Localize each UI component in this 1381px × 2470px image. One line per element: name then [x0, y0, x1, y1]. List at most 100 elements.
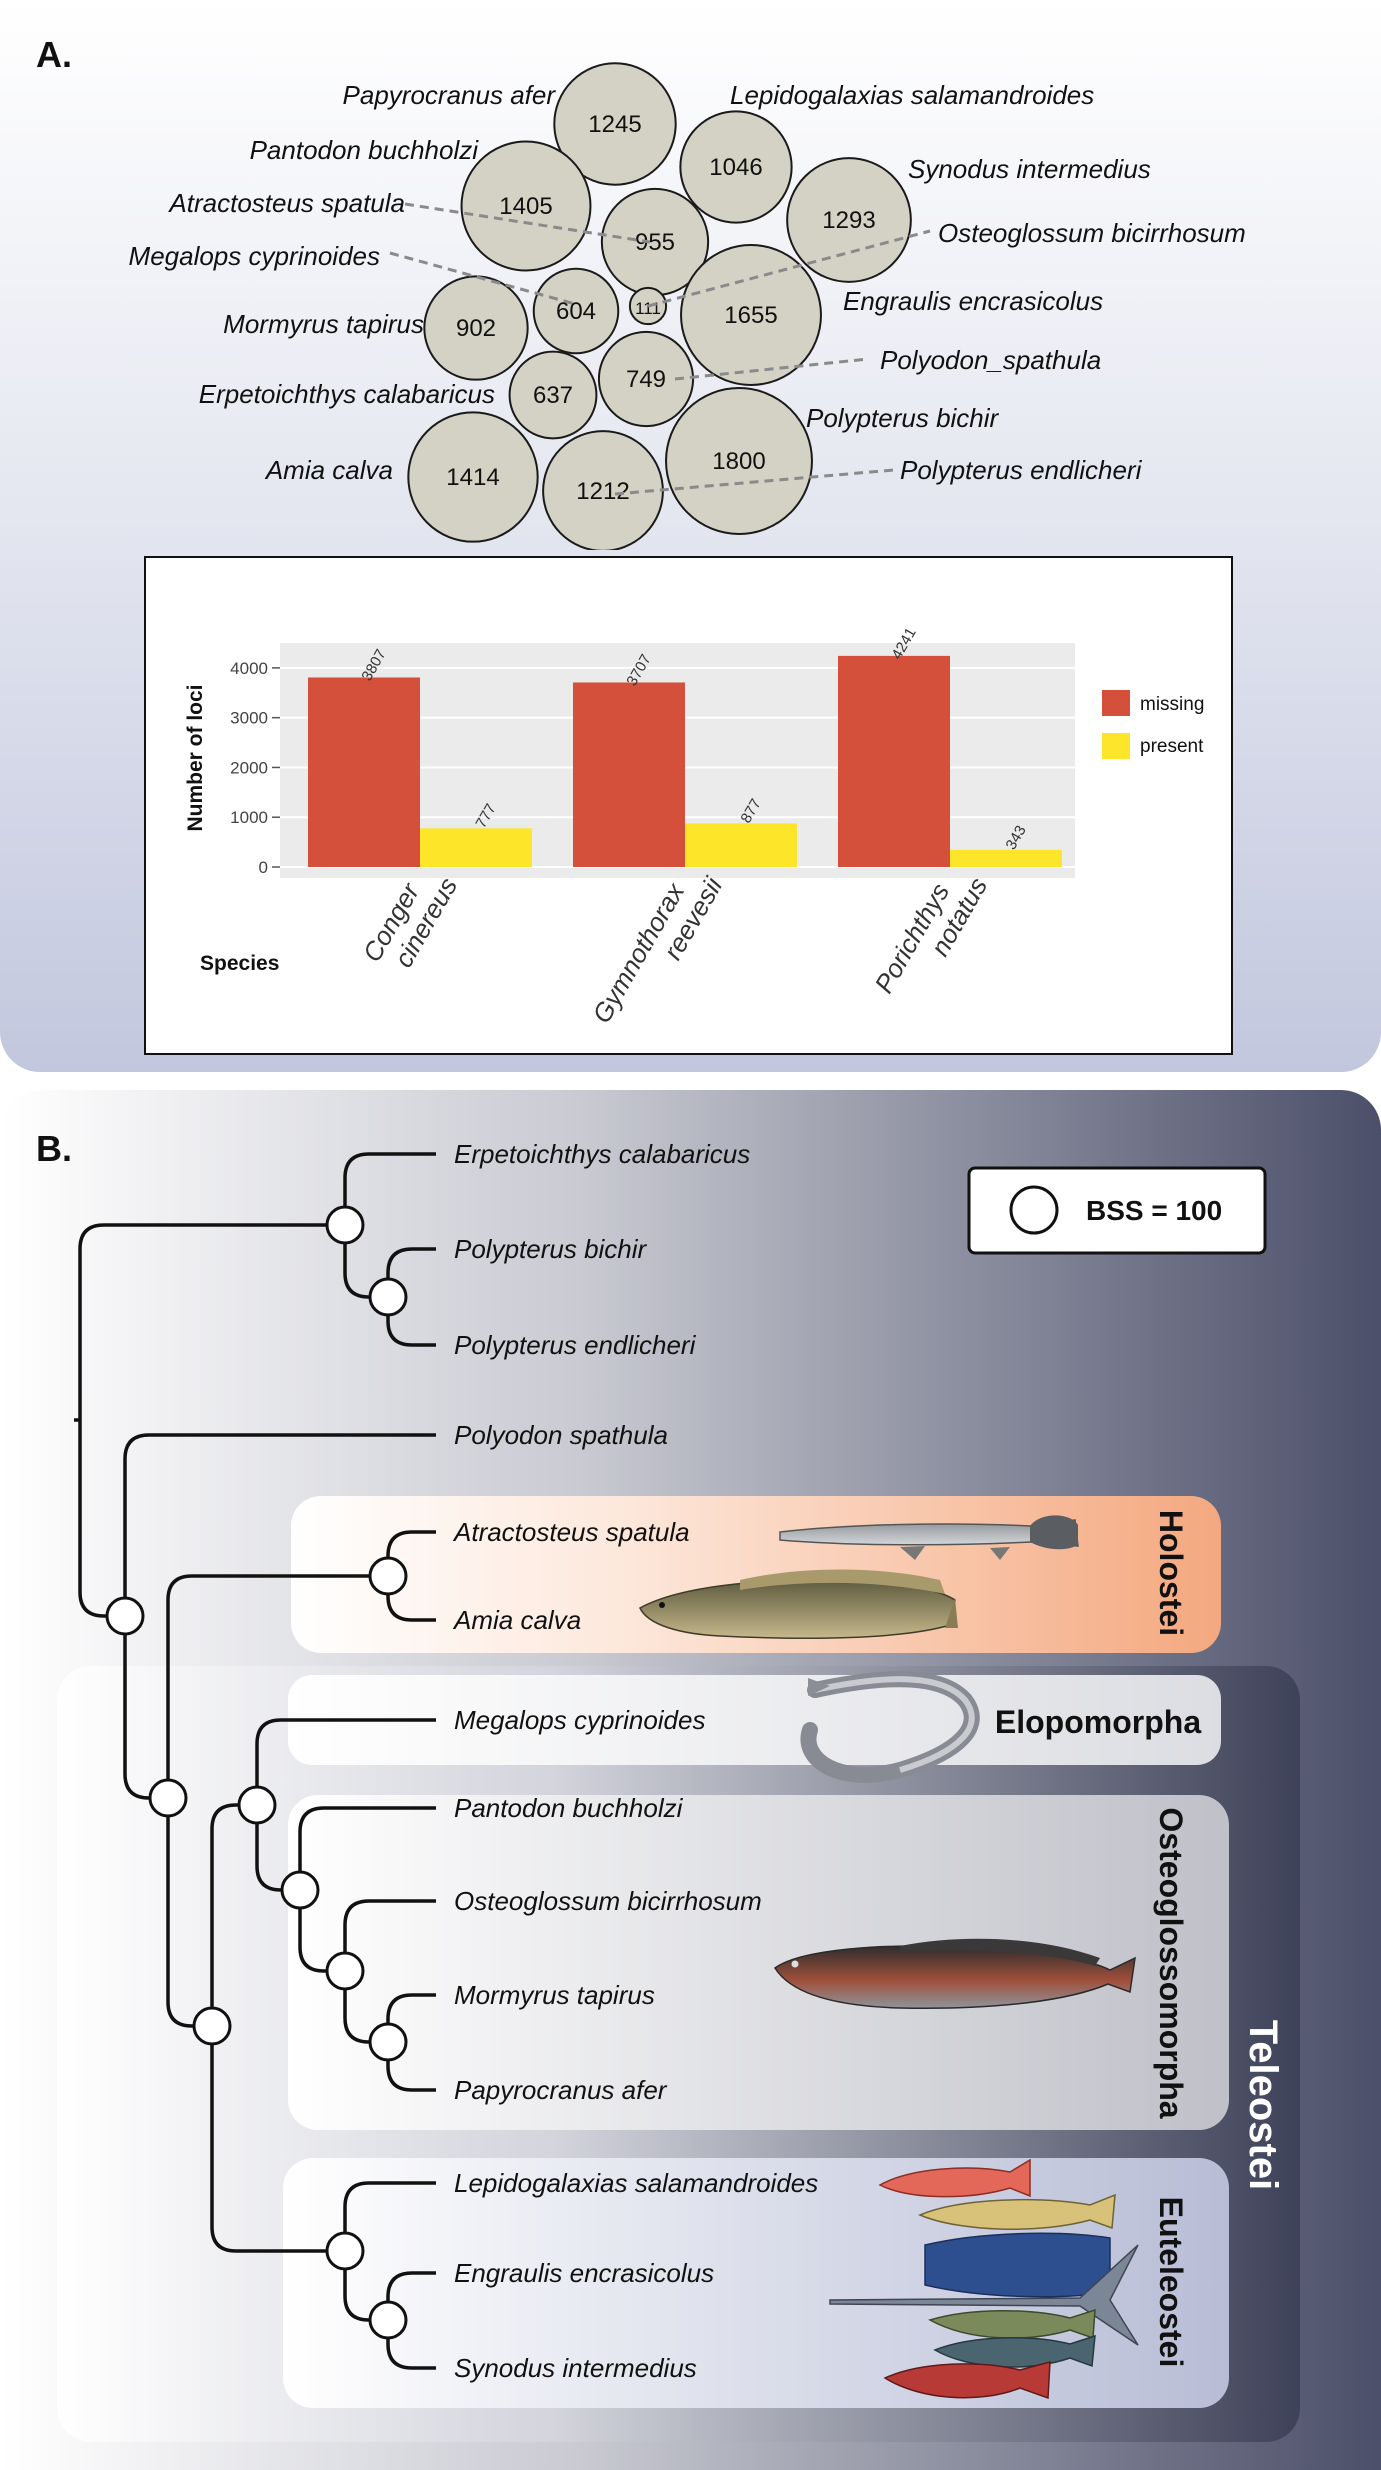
gar-illustration [779, 1515, 1079, 1560]
tree-node-ost4 [368, 2022, 408, 2062]
taxon-label-atractosteus-spatula: Atractosteus spatula [452, 1517, 690, 1547]
bubble-label-engraulis: Engraulis encrasicolus [843, 286, 1103, 316]
tree-node-eo [237, 1785, 277, 1825]
y-tick-label: 0 [259, 858, 268, 877]
legend-label-missing: missing [1140, 694, 1204, 715]
bubble-label-amia: Amia calva [264, 455, 393, 485]
bubble-label-polypterus-endlicheri: Polypterus endlicheri [900, 455, 1143, 485]
bar-missing [573, 682, 685, 867]
bubble-label-mormyrus: Mormyrus tapirus [223, 309, 424, 339]
tree-node-holo [368, 1556, 408, 1596]
bubble-label-lepidogalaxias: Lepidogalaxias salamandroides [730, 80, 1094, 110]
taxon-label-engraulis-encrasicolus: Engraulis encrasicolus [454, 2258, 714, 2288]
bubble-label-papyrocranus: Papyrocranus afer [343, 80, 557, 110]
bubble-label-megalops: Megalops cyprinoides [129, 241, 380, 271]
legend-label-present: present [1140, 736, 1204, 757]
y-tick-label: 1000 [230, 808, 268, 827]
tree-node-polyA [325, 1205, 365, 1245]
bar-present [685, 823, 797, 867]
bubble-value-megalops-cyprinoides: 604 [556, 298, 596, 325]
tree-node-ost3 [325, 1951, 365, 1991]
y-tick-label: 4000 [230, 659, 268, 678]
taxon-label-lepidogalaxias-salamandroides: Lepidogalaxias salamandroides [454, 2168, 818, 2198]
legend-swatch-present [1102, 733, 1130, 759]
tree-node-polyB [368, 1277, 408, 1317]
panel-a-label: A. [36, 34, 72, 75]
taxon-label-amia-calva: Amia calva [452, 1605, 581, 1635]
bubble-megalops-cyprinoides [532, 267, 620, 355]
clade-label-teleostei: Teleostei [1241, 2020, 1285, 2190]
clade-label-holostei: Holostei [1153, 1510, 1189, 1636]
taxon-label-mormyrus-tapirus: Mormyrus tapirus [454, 1980, 655, 2010]
tree-node-eu1 [325, 2231, 365, 2271]
y-axis-label: Number of loci [184, 684, 207, 831]
tree-node-act [105, 1596, 145, 1636]
bubble-value-atractosteus-spatula: 955 [635, 229, 675, 256]
bubble-value-pantodon-buchholzi: 1405 [499, 193, 552, 220]
bubble-synodus-intermedius [786, 157, 912, 283]
bubble-label-pantodon: Pantodon buchholzi [250, 135, 480, 165]
taxon-label-polypterus-bichir: Polypterus bichir [454, 1234, 648, 1264]
bar-present [950, 849, 1062, 867]
euteleost-illustrations [829, 2158, 1139, 2400]
bar-missing [308, 677, 420, 867]
bubble-erpetoichthys-calabaricus [508, 350, 598, 440]
bar-missing [838, 655, 950, 867]
bubble-papyrocranus-afer [553, 62, 677, 186]
bubble-label-polypterus-bichir: Polypterus bichir [806, 403, 1000, 433]
bar-present [420, 828, 532, 867]
y-tick-label: 2000 [230, 758, 268, 777]
bubble-label-osteoglossum: Osteoglossum bicirrhosum [938, 218, 1246, 248]
bubble-pantodon-buchholzi [460, 140, 592, 272]
taxon-label-osteoglossum-bicirrhosum: Osteoglossum bicirrhosum [454, 1886, 762, 1916]
tree-nodes [105, 1205, 408, 2340]
taxon-label-synodus-intermedius: Synodus intermedius [454, 2353, 697, 2383]
bubble-mormyrus-tapirus [423, 275, 529, 381]
bubble-engraulis-encrasicolus [680, 244, 822, 386]
tree-node-ost2 [280, 1870, 320, 1910]
mormyrus-illustration [773, 1938, 1136, 2009]
bubble-label-polyodon: Polyodon_spathula [880, 345, 1101, 375]
bubble-label-erpetoichthys: Erpetoichthys calabaricus [199, 379, 495, 409]
bubble-value-polypterus-bichir: 1800 [712, 448, 765, 475]
taxon-label-polyodon-spathula: Polyodon spathula [454, 1420, 668, 1450]
bubble-value-mormyrus-tapirus: 902 [456, 315, 496, 342]
tree-branches [74, 1152, 436, 2370]
chart-legend: missing present [1102, 690, 1204, 759]
clade-label-osteoglossomorpha: Osteoglossomorpha [1153, 1807, 1189, 2118]
clade-label-elopomorpha: Elopomorpha [995, 1704, 1201, 1740]
bubble-leader-lines [389, 202, 931, 496]
bubble-lepidogalaxias-salamandroides [679, 110, 793, 224]
eel-illustration [800, 1671, 980, 1783]
taxon-label-erpetoichthys-calabaricus: Erpetoichthys calabaricus [454, 1139, 750, 1169]
bowfin-illustration [639, 1569, 958, 1639]
bubble-polyodon-spathula [597, 330, 695, 428]
bubble-label-synodus: Synodus intermedius [908, 154, 1151, 184]
osteoglossomorpha-box [288, 1795, 1229, 2130]
bubble-amia-calva [407, 411, 539, 543]
panel-b-label: B. [36, 1128, 72, 1169]
bubble-label-atractosteus: Atractosteus spatula [167, 188, 405, 218]
tree-node-neo [148, 1778, 188, 1818]
clade-label-euteleostei: Euteleostei [1153, 2197, 1189, 2368]
bubble-value-engraulis-encrasicolus: 1655 [724, 302, 777, 329]
taxon-label-megalops-cyprinoides: Megalops cyprinoides [454, 1705, 705, 1735]
bubble-value-polyodon-spathula: 749 [626, 366, 666, 393]
taxon-label-pantodon-buchholzi: Pantodon buchholzi [454, 1793, 684, 1823]
elopomorpha-box [288, 1675, 1221, 1765]
tree-node-tele [192, 2006, 232, 2046]
bubble-value-papyrocranus-afer: 1245 [588, 111, 641, 138]
bubble-value-amia-calva: 1414 [446, 464, 499, 491]
bss-legend-text: BSS = 100 [1086, 1195, 1222, 1226]
bubble-polypterus-bichir [665, 387, 813, 535]
legend-swatch-missing [1102, 690, 1130, 716]
bubble-value-lepidogalaxias-salamandroides: 1046 [709, 154, 762, 181]
bss-legend-node-icon [1009, 1185, 1059, 1235]
bubble-value-synodus-intermedius: 1293 [822, 207, 875, 234]
bss-legend: BSS = 100 [967, 1166, 1267, 1255]
y-tick-label: 3000 [230, 709, 268, 728]
taxon-label-papyrocranus-afer: Papyrocranus afer [454, 2075, 668, 2105]
